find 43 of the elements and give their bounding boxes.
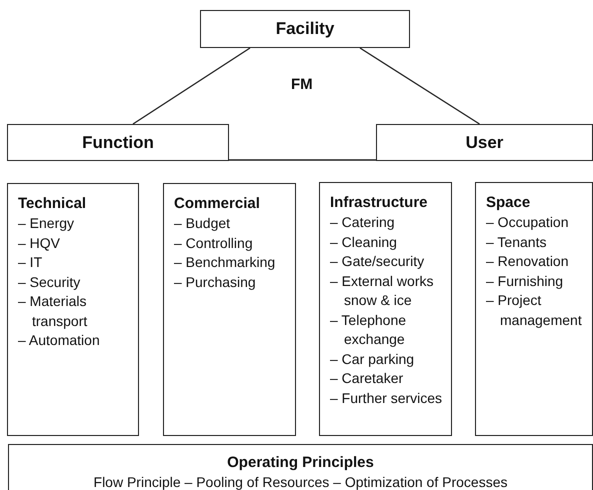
list-item: – Materials transport	[18, 292, 88, 331]
column-heading: Commercial	[174, 194, 260, 214]
box-title: Facility	[276, 19, 334, 39]
list-item: – Energy	[18, 214, 76, 233]
list-item: – IT	[18, 253, 44, 272]
category-box	[7, 183, 139, 436]
connector-line	[132, 47, 250, 125]
list-item: – Further services	[330, 388, 442, 408]
column-heading: Space	[486, 193, 530, 213]
label-box	[8, 444, 593, 490]
list-item: – Renovation	[486, 252, 570, 271]
column-heading: Infrastructure	[330, 193, 428, 213]
list-item: – Furnishing	[486, 272, 564, 291]
label-box	[200, 10, 410, 48]
box-text: Flow Principle – Pooling of Resources – Optimization of Processes	[94, 473, 508, 490]
category-box	[475, 182, 593, 436]
column-heading: Technical	[18, 194, 86, 214]
connector-line	[360, 47, 480, 125]
list-item: – Budget	[174, 214, 232, 233]
label-box	[7, 124, 229, 161]
list-item: – Purchasing	[174, 272, 257, 292]
list-item: – Controlling	[174, 234, 254, 253]
list-item: – Benchmarking	[174, 253, 276, 272]
list-item: – Occupation	[486, 213, 570, 232]
label-box	[376, 124, 593, 161]
list-item: – Project management	[486, 291, 583, 330]
list-item: – External works snow & ice	[330, 272, 434, 310]
list-item: – Car parking	[330, 350, 414, 369]
box-title: User	[466, 132, 504, 152]
list-item: – Security	[18, 272, 82, 292]
list-item: – Cleaning	[330, 232, 398, 252]
list-item: – Catering	[330, 213, 396, 232]
list-item: – Tenants	[486, 232, 548, 252]
category-box	[319, 182, 452, 436]
category-box	[163, 183, 296, 436]
list-item: – Automation	[18, 331, 101, 350]
center-label: FM	[291, 76, 313, 93]
box-heading: Operating Principles	[227, 453, 374, 473]
list-item: – Telephone exchange	[330, 310, 408, 349]
list-item: – HQV	[18, 234, 62, 253]
list-item: – Caretaker	[330, 369, 404, 388]
list-item: – Gate/security	[330, 252, 426, 271]
box-title: Function	[82, 132, 154, 152]
